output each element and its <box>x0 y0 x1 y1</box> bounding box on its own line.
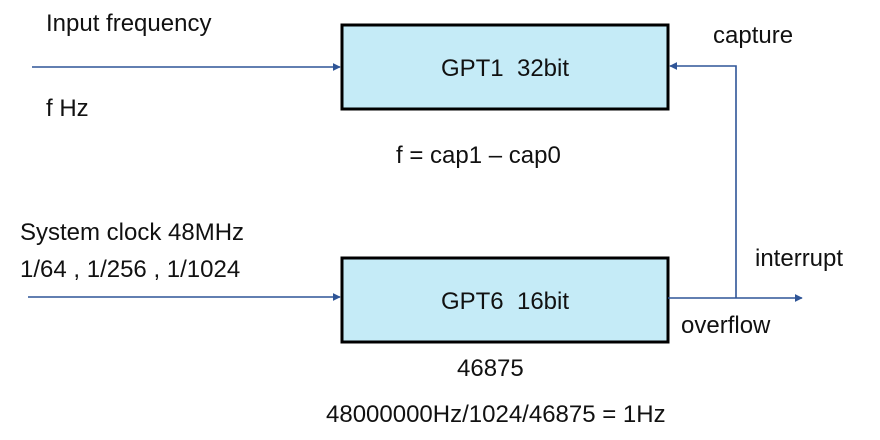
overflow-label: overflow <box>681 312 771 339</box>
prescalers-label: 1/64 , 1/256 , 1/1024 <box>20 256 240 283</box>
interrupt-label: interrupt <box>755 245 843 272</box>
gpt1-block <box>340 23 670 111</box>
f-hz-label: f Hz <box>46 95 89 122</box>
period-value-label: 46875 <box>457 355 524 382</box>
capture-feedback-arrow <box>669 62 737 298</box>
gpt6-block <box>340 256 670 344</box>
capture-label: capture <box>713 22 793 49</box>
formula-f-label: f = cap1 – cap0 <box>396 142 561 169</box>
formula-rate-label: 48000000Hz/1024/46875 = 1Hz <box>326 401 666 428</box>
system-clock-label: System clock 48MHz <box>20 219 244 246</box>
gpt1-label: GPT1 32bit <box>441 55 569 82</box>
gpt6-label: GPT6 16bit <box>441 288 569 315</box>
input-frequency-label: Input frequency <box>46 10 211 37</box>
